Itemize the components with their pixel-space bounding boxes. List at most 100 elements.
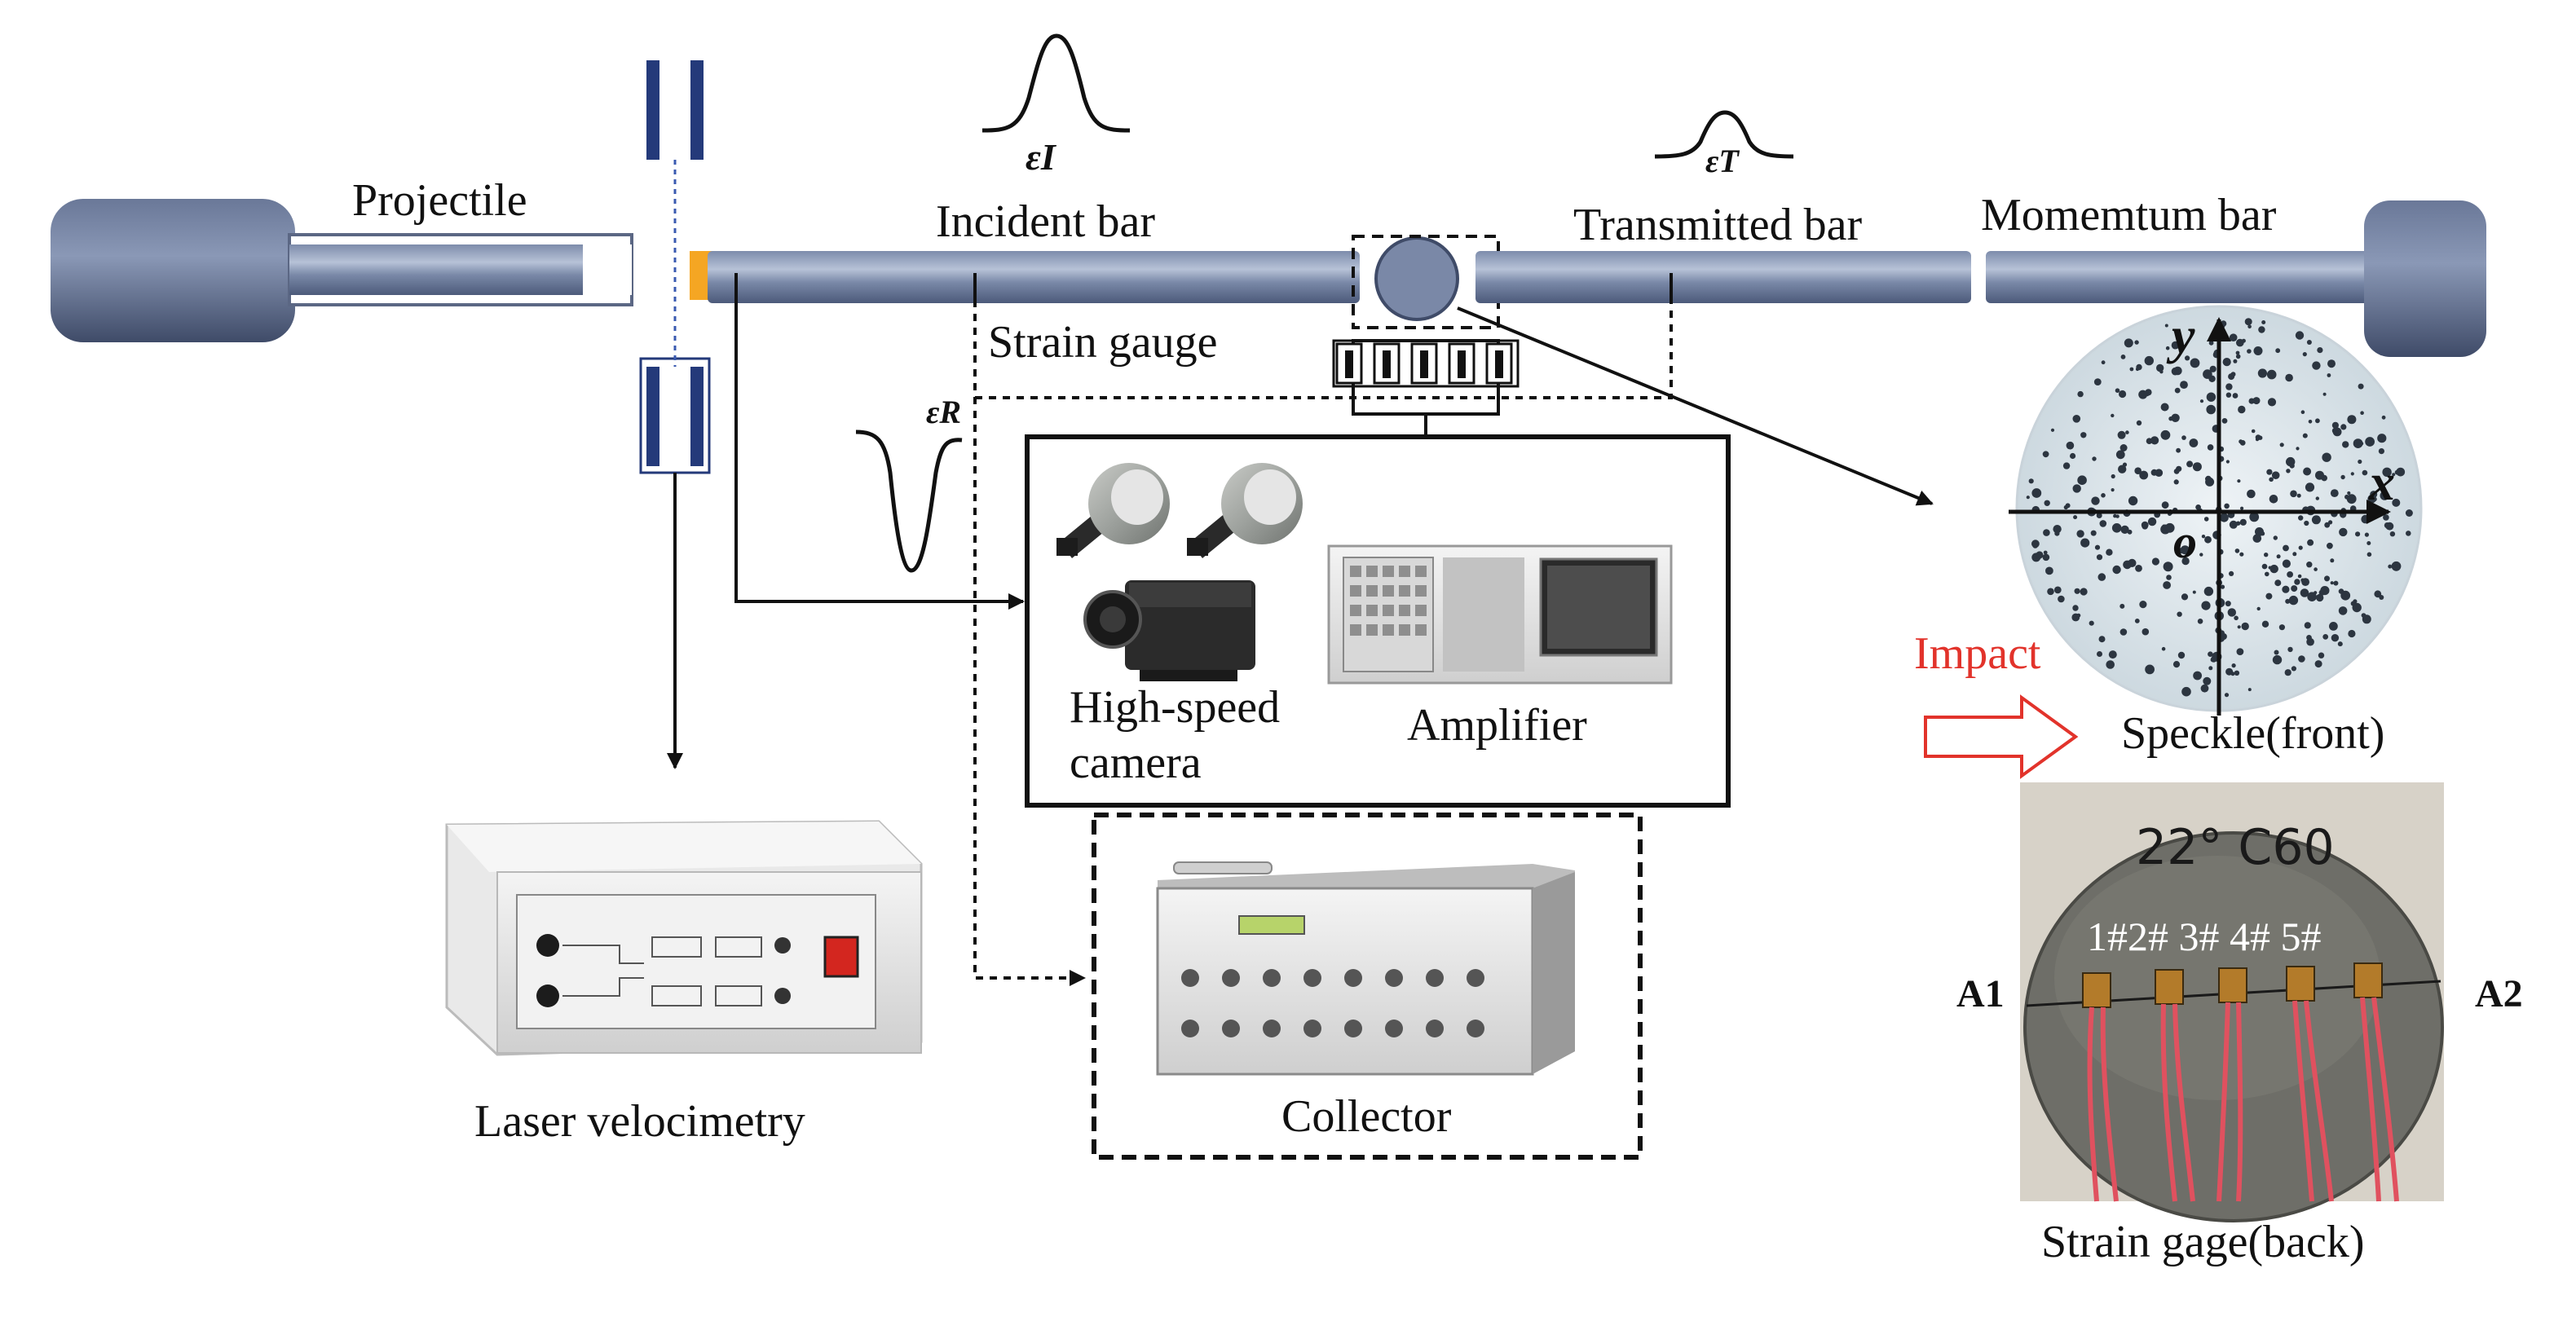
amplifier-device-icon bbox=[1327, 544, 1673, 685]
speckle-dot bbox=[2185, 355, 2190, 361]
pulse-reflected bbox=[855, 429, 963, 573]
speckle-dot bbox=[2333, 580, 2339, 586]
speckle-dot bbox=[2294, 579, 2300, 585]
speckle-dot bbox=[2314, 591, 2318, 595]
speckle-dot bbox=[2391, 561, 2402, 571]
speckle-dot bbox=[2380, 491, 2389, 500]
speckle-dot bbox=[2072, 605, 2079, 611]
speckle-dot bbox=[2284, 669, 2291, 676]
speckle-dot bbox=[2180, 381, 2188, 389]
speckle-dot bbox=[2366, 552, 2372, 557]
speckle-dot bbox=[2388, 564, 2393, 569]
gas-gun bbox=[51, 199, 633, 342]
speckle-dot bbox=[2290, 490, 2297, 498]
speckle-dot bbox=[2264, 553, 2269, 557]
speckle-dot bbox=[2070, 452, 2076, 460]
speckle-dot bbox=[2151, 557, 2159, 566]
axis-x-label: x bbox=[2369, 453, 2395, 511]
speckle-dot bbox=[2111, 488, 2115, 492]
speckle-dot bbox=[2385, 522, 2394, 531]
speckle-dot bbox=[2225, 601, 2231, 607]
speckle-dot bbox=[2096, 554, 2103, 561]
speckle-dot bbox=[2144, 355, 2154, 366]
speckle-dot bbox=[2173, 479, 2179, 485]
speckle-dot bbox=[2186, 460, 2194, 468]
speckle-dot bbox=[2134, 340, 2139, 345]
speckle-dot bbox=[2222, 358, 2231, 367]
speckle-dot bbox=[2208, 340, 2214, 346]
speckle-dot bbox=[2392, 498, 2401, 507]
speckle-dot bbox=[2171, 341, 2180, 350]
speckle-dot bbox=[2267, 398, 2277, 407]
speckle-dot bbox=[2128, 496, 2138, 506]
speckle-dot bbox=[2383, 514, 2389, 521]
speckle-dot bbox=[2374, 590, 2382, 598]
speckle-dot bbox=[2232, 393, 2239, 399]
amplifier-label: Amplifier bbox=[1407, 700, 1587, 751]
speckle-dot bbox=[2306, 340, 2312, 345]
speckle-dot bbox=[2147, 517, 2157, 526]
speckle-dot bbox=[2136, 363, 2142, 371]
speckle-dot bbox=[2119, 628, 2128, 636]
speckle-dot bbox=[2296, 493, 2301, 498]
speckle-dot bbox=[2261, 563, 2268, 570]
speckle-dot bbox=[2189, 438, 2199, 447]
speckle-dot bbox=[2353, 438, 2363, 448]
speckle-dot bbox=[2261, 320, 2266, 324]
speckle-dot bbox=[2145, 664, 2155, 675]
speckle-dot bbox=[2240, 506, 2244, 510]
speckle-dot bbox=[2237, 479, 2241, 483]
speckle-dot bbox=[2331, 421, 2339, 429]
speckle-dot bbox=[2192, 462, 2202, 472]
speckle-dot bbox=[2072, 415, 2081, 423]
speckle-dot bbox=[2282, 585, 2290, 593]
speckle-dot bbox=[2108, 650, 2117, 659]
speckle-dot bbox=[2247, 349, 2252, 354]
speckle-dot bbox=[2042, 553, 2050, 562]
speckle-dot bbox=[2134, 619, 2140, 623]
impact-label: Impact bbox=[1914, 628, 2041, 679]
speckle-dot bbox=[2124, 338, 2133, 348]
speckle-dot bbox=[2225, 392, 2232, 398]
speckle-dot bbox=[2378, 448, 2384, 455]
incident-bar-label: Incident bar bbox=[936, 196, 1155, 247]
strain-gage-disc bbox=[2020, 782, 2444, 1222]
speckle-dot bbox=[2203, 517, 2209, 522]
speckle-dot bbox=[2228, 373, 2235, 381]
speckle-dot bbox=[2139, 470, 2149, 480]
speckle-dot bbox=[2327, 373, 2331, 377]
speckle-dot bbox=[2252, 397, 2261, 405]
origin-label: o bbox=[2173, 515, 2197, 568]
pulse-transmitted bbox=[1654, 110, 1794, 159]
speckle-dot bbox=[2362, 469, 2368, 476]
speckle-dot bbox=[2065, 503, 2071, 509]
speckle-dot bbox=[2324, 522, 2331, 528]
speckle-dot bbox=[2301, 578, 2310, 586]
speckle-dot bbox=[2237, 625, 2241, 629]
speckle-dot bbox=[2330, 489, 2339, 497]
speckle-dot bbox=[2026, 496, 2030, 500]
speckle-dot bbox=[2230, 610, 2236, 616]
speckle-dot bbox=[2342, 441, 2349, 448]
speckle-dot bbox=[2171, 413, 2180, 422]
speckle-dot bbox=[2392, 473, 2396, 477]
speckle-dot bbox=[2285, 598, 2291, 604]
speckle-dot bbox=[2269, 564, 2278, 574]
speckle-dot bbox=[2314, 567, 2318, 571]
speckle-dot bbox=[2207, 444, 2214, 451]
speckle-dot bbox=[2261, 620, 2269, 628]
speckle-dot bbox=[2314, 660, 2322, 668]
speckle-dot bbox=[2297, 574, 2302, 579]
speckle-dot bbox=[2091, 496, 2100, 505]
speckle-dot bbox=[2306, 562, 2313, 568]
speckle-dot bbox=[2172, 661, 2181, 668]
speckle-dot bbox=[2225, 667, 2234, 676]
speckle-dot bbox=[2080, 538, 2090, 548]
laser-velocimetry-label: Laser velocimetry bbox=[474, 1096, 805, 1147]
speckle-dot bbox=[2208, 666, 2213, 671]
transmitted-bar bbox=[1475, 251, 1971, 303]
speckle-dot bbox=[2234, 615, 2239, 621]
speckle-dot bbox=[2235, 350, 2240, 355]
speckle-dot bbox=[2181, 435, 2186, 440]
speckle-dot bbox=[2365, 437, 2375, 447]
